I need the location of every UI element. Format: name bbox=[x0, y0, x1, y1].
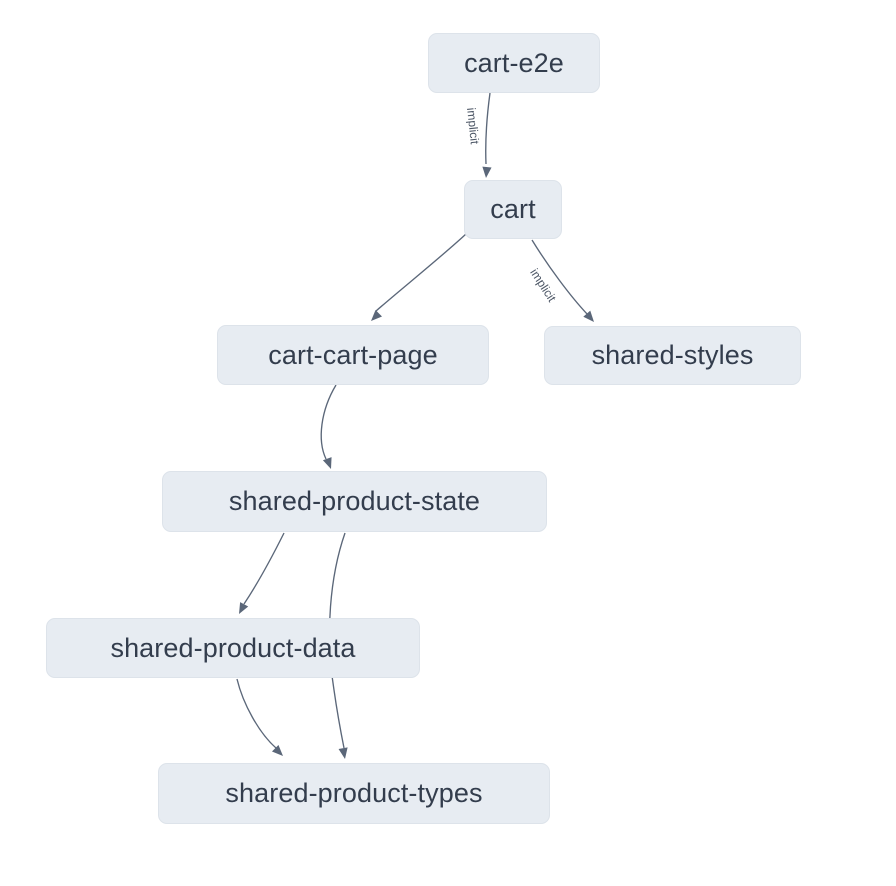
edge-arrowhead-icon bbox=[482, 166, 492, 178]
graph-node-shared-styles[interactable]: shared-styles bbox=[544, 326, 801, 385]
graph-node-label: shared-styles bbox=[591, 340, 754, 370]
graph-edge bbox=[236, 678, 277, 749]
graph-node-shared-product-data[interactable]: shared-product-data bbox=[46, 618, 420, 678]
graph-edge bbox=[320, 384, 337, 460]
edge-arrowhead-icon bbox=[239, 602, 249, 614]
edge-arrowhead-icon bbox=[371, 309, 383, 321]
graph-node-label: cart-e2e bbox=[464, 47, 564, 78]
graph-node-shared-product-state[interactable]: shared-product-state bbox=[162, 471, 547, 532]
graph-node-cart-cart-page[interactable]: cart-cart-page bbox=[217, 325, 489, 385]
graph-node-label: cart-cart-page bbox=[268, 339, 438, 370]
graph-edge bbox=[485, 92, 491, 165]
edge-arrowhead-icon bbox=[322, 457, 332, 469]
edge-arrowhead-icon bbox=[271, 744, 283, 756]
graph-node-label: shared-product-data bbox=[110, 632, 356, 663]
graph-edge bbox=[375, 233, 467, 312]
graph-node-cart-e2e[interactable]: cart-e2e bbox=[428, 33, 600, 93]
graph-edge bbox=[531, 239, 589, 316]
graph-node-label: shared-product-types bbox=[225, 778, 483, 808]
edge-arrowhead-icon bbox=[338, 747, 348, 759]
edge-arrowhead-icon bbox=[583, 310, 594, 322]
graph-edge bbox=[243, 532, 285, 605]
graph-node-label: shared-product-state bbox=[228, 486, 481, 516]
graph-node-cart[interactable]: cart bbox=[464, 180, 562, 239]
graph-node-shared-product-types[interactable]: shared-product-types bbox=[158, 763, 550, 824]
graph-node-label: cart bbox=[490, 194, 536, 224]
